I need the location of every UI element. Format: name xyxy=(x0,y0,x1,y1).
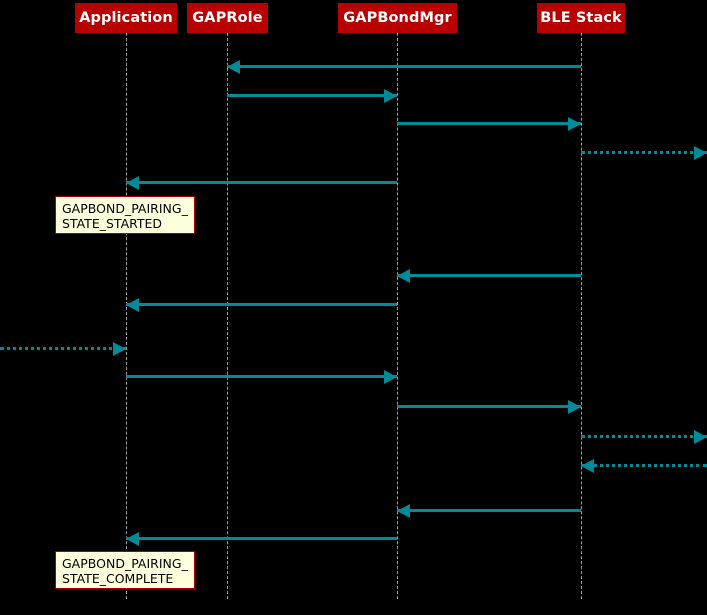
note-line-2: STATE_COMPLETE xyxy=(62,571,174,586)
arrowhead-left-icon xyxy=(126,297,139,312)
arrowhead-left-icon xyxy=(581,458,594,473)
arrowhead-left-icon xyxy=(227,59,240,74)
note-pairing-started: GAPBOND_PAIRING_STATE_STARTED xyxy=(55,196,195,234)
note-line-1: GAPBOND_PAIRING_ xyxy=(62,556,188,571)
arrowhead-right-icon xyxy=(384,369,397,384)
participant-gaprole[interactable]: GAPRole xyxy=(187,3,268,33)
arrowhead-right-icon xyxy=(694,429,707,444)
note-line-1: GAPBOND_PAIRING_ xyxy=(62,201,188,216)
message-m10 xyxy=(397,405,581,408)
lifeline-gapbondmgr xyxy=(397,33,398,599)
arrowhead-right-icon xyxy=(568,399,581,414)
message-m9 xyxy=(126,375,397,378)
message-m7 xyxy=(126,303,397,306)
message-m3 xyxy=(397,122,581,125)
arrowhead-left-icon xyxy=(397,268,410,283)
message-m5 xyxy=(126,181,397,184)
note-pairing-complete: GAPBOND_PAIRING_STATE_COMPLETE xyxy=(55,551,195,589)
message-m12 xyxy=(581,464,707,467)
arrowhead-left-icon xyxy=(126,531,139,546)
message-m14 xyxy=(126,537,397,540)
message-m13 xyxy=(397,509,581,512)
lifeline-gaprole xyxy=(227,33,228,599)
participant-ble-stack[interactable]: BLE Stack xyxy=(537,3,625,33)
arrowhead-right-icon xyxy=(384,88,397,103)
participant-application[interactable]: Application xyxy=(75,3,177,33)
participant-gapbondmgr[interactable]: GAPBondMgr xyxy=(338,3,457,33)
arrowhead-right-icon xyxy=(113,341,126,356)
arrowhead-right-icon xyxy=(568,116,581,131)
lifeline-ble-stack xyxy=(581,33,582,599)
message-m6 xyxy=(397,274,581,277)
arrowhead-right-icon xyxy=(694,145,707,160)
lifeline-application xyxy=(126,33,127,599)
message-m4 xyxy=(581,151,707,154)
message-m11 xyxy=(581,435,707,438)
arrowhead-left-icon xyxy=(397,503,410,518)
message-m2 xyxy=(227,94,397,97)
note-line-2: STATE_STARTED xyxy=(62,216,163,231)
message-m8 xyxy=(0,347,126,350)
arrowhead-left-icon xyxy=(126,175,139,190)
message-m1 xyxy=(227,65,581,68)
